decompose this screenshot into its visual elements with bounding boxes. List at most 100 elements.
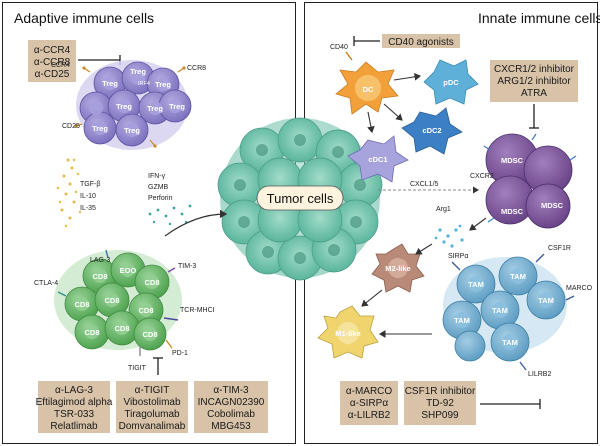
arrow-icon <box>367 111 375 134</box>
svg-text:Treg: Treg <box>102 79 118 88</box>
svg-text:Domvanalimab: Domvanalimab <box>119 421 186 432</box>
treg-drug-box: α-CCR4 α-CCR8 α-CD25 <box>28 40 76 82</box>
inhibit-arrow-icon <box>529 104 539 129</box>
gzmb-label: GZMB <box>148 184 169 191</box>
svg-text:α-LAG-3: α-LAG-3 <box>55 385 93 396</box>
marco-label: MARCO <box>566 285 593 292</box>
cdc1-cell <box>347 135 409 183</box>
svg-text:Treg: Treg <box>92 124 108 133</box>
mdsc-cluster <box>483 133 577 229</box>
inhibit-arrow-icon <box>480 399 541 409</box>
svg-text:TD-92: TD-92 <box>426 398 454 409</box>
arg1-label: Arg1 <box>436 206 451 213</box>
svg-text:TAM: TAM <box>538 296 554 305</box>
svg-text:α-LILRB2: α-LILRB2 <box>348 410 391 421</box>
tim3-drug-box: α-TIM-3 INCAGN02390 Cobolimab MBG453 <box>194 381 268 433</box>
lag3-label: LAG-3 <box>90 257 110 264</box>
csf1r-drug-box: CSF1R inhibitor TD-92 SHP099 <box>404 381 476 425</box>
svg-text:Tiragolumab: Tiragolumab <box>124 409 180 420</box>
treg-cluster: Treg Treg IRF4 Treg Treg Treg Treg Treg … <box>74 60 192 150</box>
svg-text:Treg: Treg <box>169 102 185 111</box>
svg-text:CD8: CD8 <box>142 330 157 339</box>
tcr-label: TCR-MHCI <box>180 307 215 314</box>
svg-text:α-TIGIT: α-TIGIT <box>135 385 170 396</box>
cd40-drug-box: CD40 agonists <box>382 34 460 48</box>
perforin-label: Perforin <box>148 195 173 202</box>
svg-text:Eftilagimod alpha: Eftilagimod alpha <box>36 397 113 408</box>
svg-text:MBG453: MBG453 <box>211 421 251 432</box>
svg-text:Treg: Treg <box>147 104 163 113</box>
pd1-label: PD-1 <box>172 350 188 357</box>
arrow-icon <box>383 103 403 121</box>
svg-text:Treg: Treg <box>155 80 171 89</box>
csf1r-label: CSF1R <box>548 245 571 252</box>
svg-text:TAM: TAM <box>492 306 508 315</box>
svg-text:TAM: TAM <box>468 280 484 289</box>
ccr4-label: CCR4 <box>51 62 70 69</box>
svg-text:cDC2: cDC2 <box>422 126 441 135</box>
svg-text:α-CCR4: α-CCR4 <box>34 45 71 56</box>
svg-text:Vibostolimab: Vibostolimab <box>123 397 181 408</box>
svg-text:Treg: Treg <box>130 67 146 76</box>
svg-text:MDSC: MDSC <box>501 207 524 216</box>
effector-dots-icon <box>148 204 192 226</box>
tgfb-label: TGF-β <box>80 181 100 188</box>
svg-text:α-CCR8: α-CCR8 <box>34 57 71 68</box>
svg-text:SHP099: SHP099 <box>421 410 459 421</box>
svg-text:CD8: CD8 <box>144 278 159 287</box>
m1-cell <box>317 305 379 359</box>
svg-text:CXCR1/2 inhibitor: CXCR1/2 inhibitor <box>494 64 575 75</box>
tigit-label: TIGIT <box>128 365 147 372</box>
innate-title: Innate immune cells <box>478 10 600 26</box>
svg-text:DC: DC <box>363 85 374 94</box>
inhibit-arrow-icon <box>353 36 380 46</box>
tigit-drug-box: α-TIGIT Vibostolimab Tiragolumab Domvana… <box>116 381 188 433</box>
arrow-icon <box>415 243 433 255</box>
svg-text:CSF1R inhibitor: CSF1R inhibitor <box>405 386 476 397</box>
sirpa-label: SIRPα <box>448 253 468 260</box>
svg-text:CD8: CD8 <box>92 272 107 281</box>
adaptive-title: Adaptive immune cells <box>14 10 154 26</box>
svg-text:Relatlimab: Relatlimab <box>50 421 98 432</box>
tim3-label: TIM-3 <box>178 263 196 270</box>
il35-label: IL-35 <box>80 205 96 212</box>
inhibit-arrow-icon <box>153 357 163 375</box>
svg-text:CD8: CD8 <box>104 296 119 305</box>
svg-text:TAM: TAM <box>454 316 470 325</box>
lilrb2-label: LILRB2 <box>528 371 551 378</box>
tumor-label-box <box>256 185 344 211</box>
svg-text:ATRA: ATRA <box>521 88 547 99</box>
svg-text:pDC: pDC <box>443 78 459 87</box>
cd8-cluster: CD8 EOO CD8 CD8 CD8 CD8 CD8 CD8 CD8 <box>54 249 182 356</box>
ctla4-label: CTLA-4 <box>34 280 58 287</box>
svg-text:MDSC: MDSC <box>541 201 564 210</box>
cxcl-label: CXCL1/5 <box>410 181 439 188</box>
svg-text:TAM: TAM <box>510 272 526 281</box>
arrow-icon <box>361 289 383 307</box>
svg-text:CD8: CD8 <box>138 306 153 315</box>
svg-text:IRF4: IRF4 <box>138 81 150 87</box>
svg-text:MDSC: MDSC <box>501 156 524 165</box>
m2-cell <box>371 243 425 293</box>
tam-cluster <box>442 253 575 371</box>
svg-text:M2-like: M2-like <box>385 264 410 273</box>
arrow-icon <box>164 209 228 237</box>
cdc2-cell <box>401 107 463 155</box>
cxcr2-label: CXCR2 <box>470 173 494 180</box>
svg-text:CD8: CD8 <box>74 300 89 309</box>
svg-text:INCAGN02390: INCAGN02390 <box>198 397 265 408</box>
arrow-icon <box>469 217 487 231</box>
ccr8-label: CCR8 <box>187 65 206 72</box>
svg-text:α-CD25: α-CD25 <box>35 69 70 80</box>
cytokine-dots-icon <box>56 158 82 228</box>
arrow-icon <box>393 73 422 81</box>
cd25-label: CD25 <box>62 123 80 130</box>
svg-text:Treg: Treg <box>116 102 132 111</box>
receptor-icon <box>57 249 179 356</box>
svg-text:M1-like: M1-like <box>335 329 360 338</box>
svg-text:α-TIM-3: α-TIM-3 <box>213 385 249 396</box>
svg-text:cDC1: cDC1 <box>368 155 387 164</box>
il10-label: IL-10 <box>80 193 96 200</box>
svg-text:TAM: TAM <box>502 338 518 347</box>
